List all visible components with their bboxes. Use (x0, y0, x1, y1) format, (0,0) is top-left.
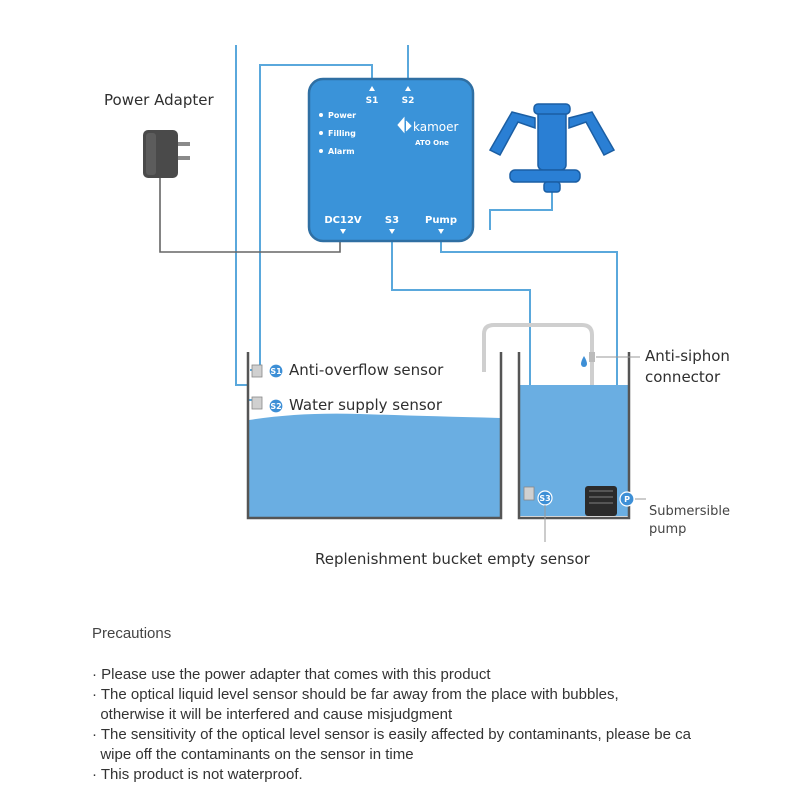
model-label: ATO One (415, 139, 449, 147)
replenishment-bucket: S3 P (517, 352, 635, 520)
precaution-item: · The optical liquid level sensor should… (92, 686, 619, 703)
ato-wiring-diagram: S1 S2 Power Filling Alarm kamoer ATO One… (143, 45, 646, 542)
pump-label-line1: Submersible (649, 504, 730, 519)
power-adapter-icon (143, 130, 190, 178)
led-dot-icon (319, 113, 323, 117)
precaution-item: · Please use the power adapter that come… (92, 666, 491, 683)
dc12v-arrow-icon (340, 229, 346, 234)
s1-arrow-icon (369, 86, 375, 91)
bucket-water (520, 385, 628, 516)
precautions-title: Precautions (92, 625, 172, 642)
submersible-pump-label: Submersible pump (649, 503, 730, 539)
port-dc12v-label: DC12V (324, 215, 362, 226)
power-adapter-label: Power Adapter (104, 91, 214, 109)
bucket-empty-sensor-icon (523, 486, 535, 501)
anti-siphon-label-line1: Anti-siphon (645, 347, 730, 365)
submersible-pump-icon (585, 486, 617, 516)
wire-pump (440, 238, 618, 498)
s3-arrow-icon (389, 229, 395, 234)
bucket-wall (517, 352, 631, 520)
kamoer-logo-icon (397, 116, 412, 134)
port-s2-label: S2 (402, 96, 415, 106)
anti-siphon-connector-icon (589, 352, 595, 362)
precaution-item: · The sensitivity of the optical level s… (92, 726, 691, 743)
led-dot-icon (319, 149, 323, 153)
port-pump-label: Pump (425, 215, 457, 226)
pump-arrow-icon (438, 229, 444, 234)
precautions-list: · Please use the power adapter that come… (92, 665, 792, 785)
badge-s3: S3 (539, 494, 550, 503)
bucket-empty-sensor-label: Replenishment bucket empty sensor (315, 550, 590, 568)
power-cord (159, 178, 341, 253)
precaution-item: otherwise it will be interfered and caus… (92, 706, 453, 723)
siphon-tube (482, 323, 594, 488)
s2-arrow-icon (405, 86, 411, 91)
anti-siphon-label-line2: connector (645, 368, 721, 386)
anti-siphon-drop-icon (581, 356, 587, 367)
led-power-label: Power (328, 111, 356, 120)
wire-siphon (489, 185, 553, 230)
anti-siphon-clip-icon (488, 103, 616, 193)
port-s3-label: S3 (385, 215, 399, 226)
anti-overflow-sensor-label: Anti-overflow sensor (289, 361, 444, 379)
wire-left-feed (235, 45, 256, 401)
ato-controller: S1 S2 Power Filling Alarm kamoer ATO One… (307, 77, 475, 243)
led-dot-icon (319, 131, 323, 135)
water-supply-sensor-label: Water supply sensor (289, 396, 442, 414)
badge-s2: S2 (270, 402, 281, 411)
water-supply-sensor-icon (251, 396, 263, 410)
tank-wall (246, 352, 503, 520)
precaution-item: · This product is not waterproof. (92, 766, 303, 783)
precaution-item: wipe off the contaminants on the sensor … (92, 746, 414, 763)
brand-label: kamoer (413, 120, 459, 134)
badge-s1: S1 (270, 367, 282, 376)
tank-water (249, 413, 500, 517)
leader-lines (544, 356, 646, 542)
anti-overflow-sensor-icon (251, 364, 263, 378)
pump-label-line2: pump (649, 522, 687, 537)
led-filling-label: Filling (328, 129, 356, 138)
badge-pump: P (624, 495, 630, 504)
display-tank: S1 S2 (246, 352, 503, 520)
led-alarm-label: Alarm (328, 147, 355, 156)
anti-siphon-connector-label: Anti-siphon connector (645, 346, 730, 388)
port-s1-label: S1 (366, 96, 379, 106)
